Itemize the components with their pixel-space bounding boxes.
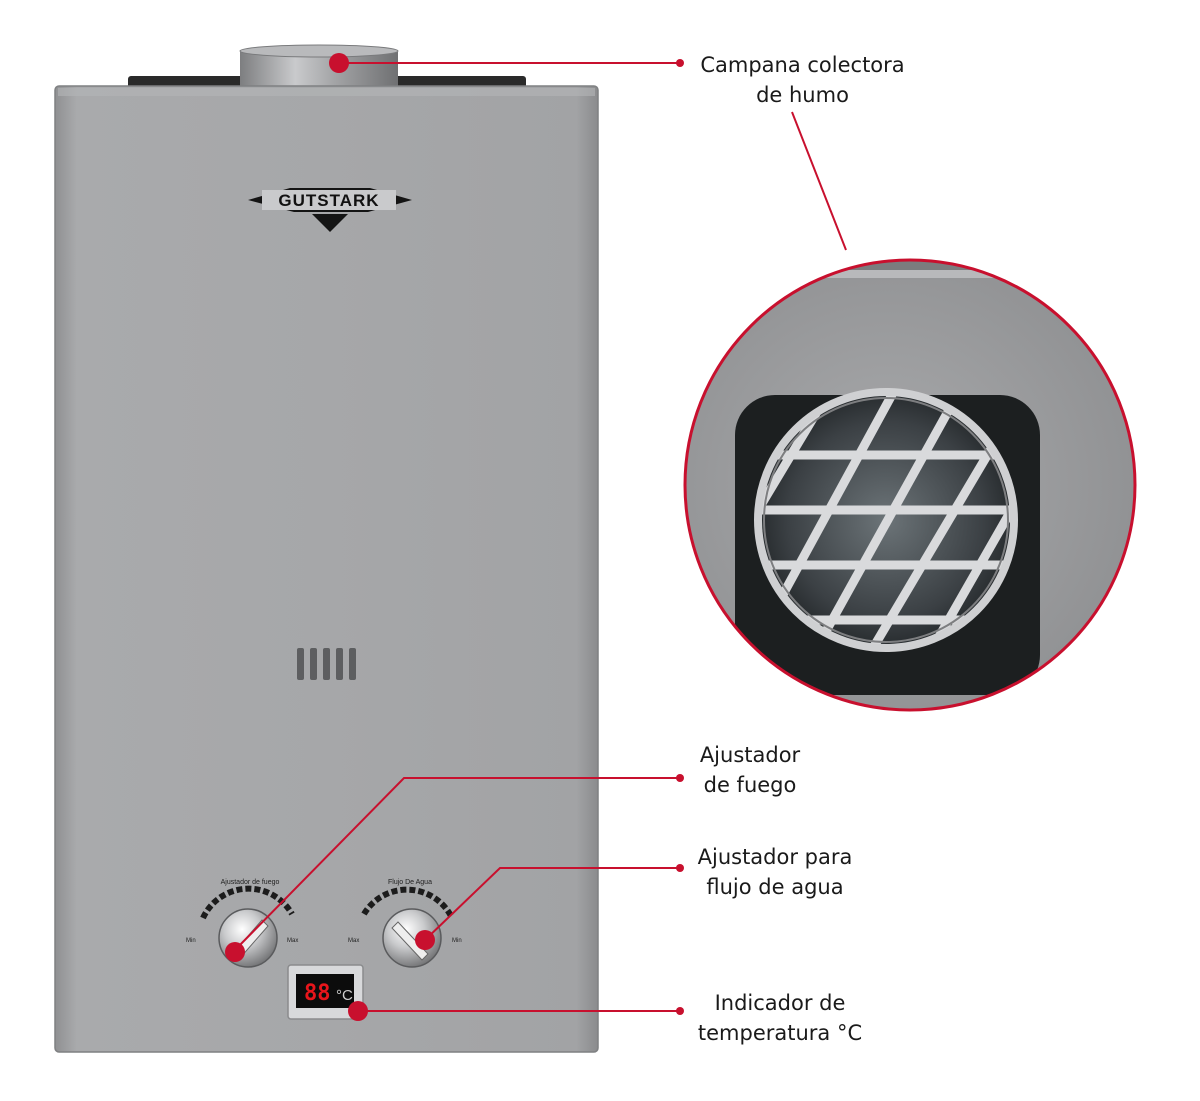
campana-dot [329, 53, 349, 73]
callout-campana: Campana colectora de humo [680, 50, 925, 110]
chimney [239, 44, 399, 92]
svg-text:GUTSTARK: GUTSTARK [278, 191, 379, 210]
heater-body [54, 85, 599, 1053]
callout-temperatura-line2: temperatura °C [697, 1021, 863, 1045]
fire-knob-title: Ajustador de fuego [221, 879, 280, 886]
callout-agua: Ajustador para flujo de agua [665, 842, 885, 902]
fuego-dot [225, 942, 245, 962]
callout-temperatura-line1: Indicador de [714, 991, 846, 1015]
temp-dot [348, 1001, 368, 1021]
fire-knob-scale [200, 885, 295, 920]
zoom-detail [683, 258, 1137, 712]
display-unit: °C [336, 987, 353, 1004]
water-knob-min: Min [452, 938, 462, 944]
callout-agua-line1: Ajustador para [697, 845, 853, 869]
fire-knob-max: Max [287, 938, 298, 944]
callout-fuego: Ajustador de fuego [650, 740, 850, 800]
water-knob-title: Flujo De Agua [388, 879, 432, 886]
callout-agua-line2: flujo de agua [706, 875, 844, 899]
callout-lines [234, 62, 847, 1012]
callout-dots [225, 53, 684, 1021]
water-knob-scale [361, 886, 455, 920]
agua-dot [415, 930, 435, 950]
brand-logo: GUTSTARK [248, 188, 412, 232]
temperature-display: 88 °C [287, 964, 364, 1020]
callout-campana-line1: Campana colectora [700, 53, 905, 77]
fire-knob-min: Min [186, 938, 196, 944]
callout-fuego-line1: Ajustador [699, 743, 801, 767]
callout-temperatura: Indicador de temperatura °C [670, 988, 890, 1048]
callout-fuego-line2: de fuego [703, 773, 797, 797]
display-digits: 88 [304, 981, 331, 1006]
water-knob-max: Max [348, 938, 359, 944]
callout-campana-line2: de humo [756, 83, 849, 107]
vent-slots [297, 648, 356, 680]
water-flow-knob[interactable]: Flujo De Agua Max Min [348, 879, 462, 968]
